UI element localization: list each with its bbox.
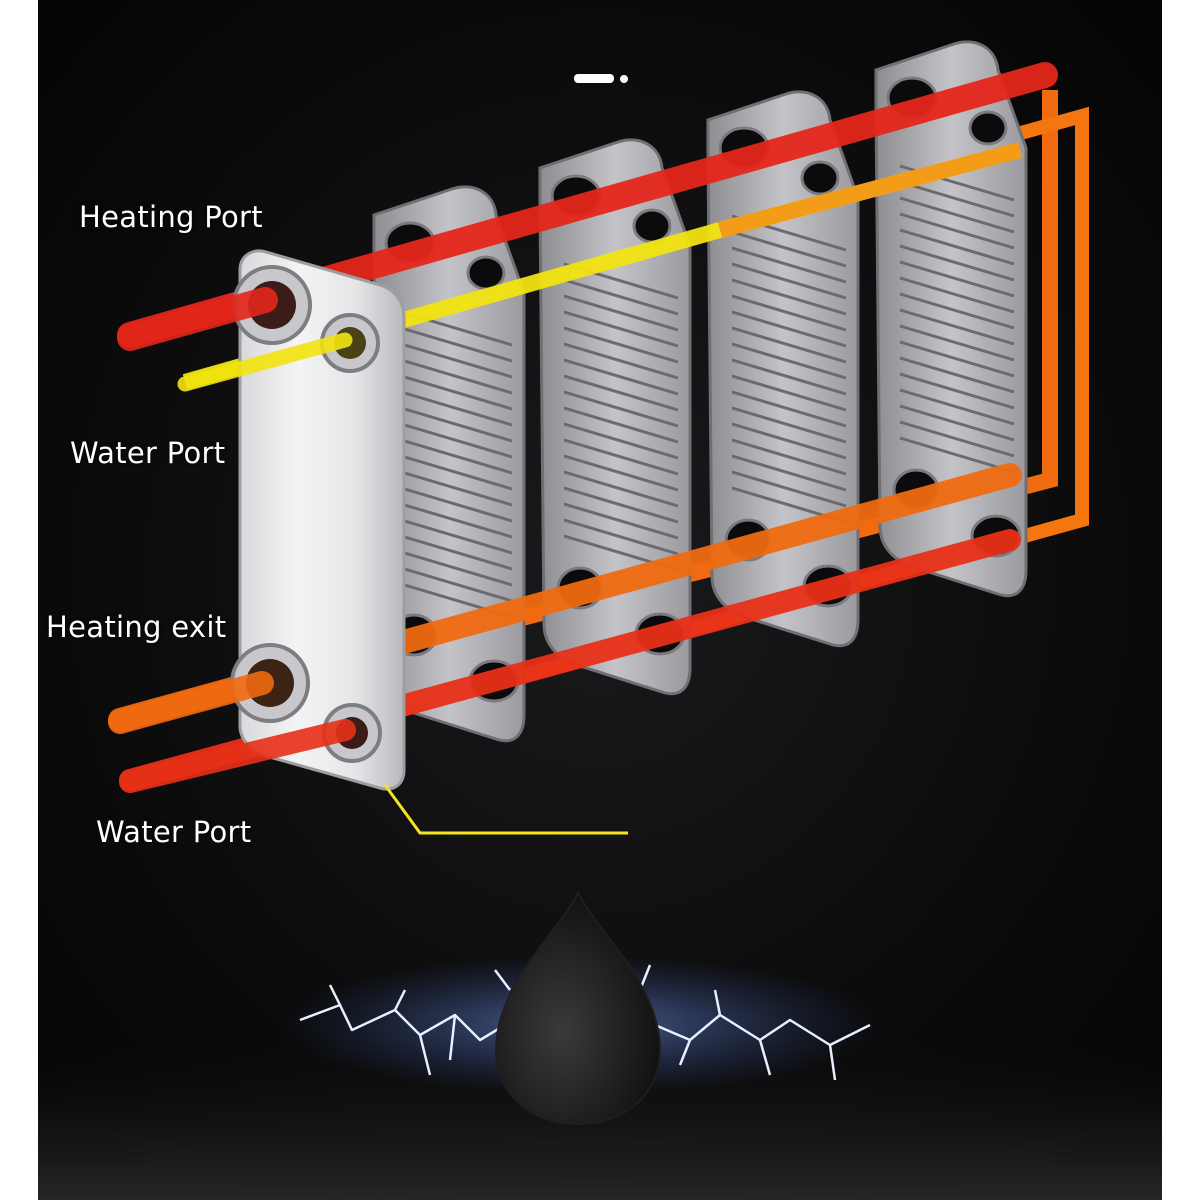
heating-inlet-stub bbox=[117, 287, 278, 351]
water-inlet-stub bbox=[177, 332, 353, 392]
heating-exit-label: Heating exit bbox=[46, 610, 227, 644]
leader-line bbox=[383, 784, 628, 835]
water-port-top-label: Water Port bbox=[70, 436, 226, 470]
water-flow-orange-tail bbox=[717, 142, 1023, 238]
top-mark bbox=[574, 74, 614, 83]
water-drop-icon bbox=[494, 890, 662, 1126]
heating-exit-stub bbox=[108, 671, 274, 734]
water-exit-stub bbox=[119, 719, 356, 793]
top-mark-dot bbox=[620, 75, 628, 83]
water-port-bottom-label: Water Port bbox=[96, 815, 252, 849]
heating-port-label: Heating Port bbox=[79, 200, 263, 234]
